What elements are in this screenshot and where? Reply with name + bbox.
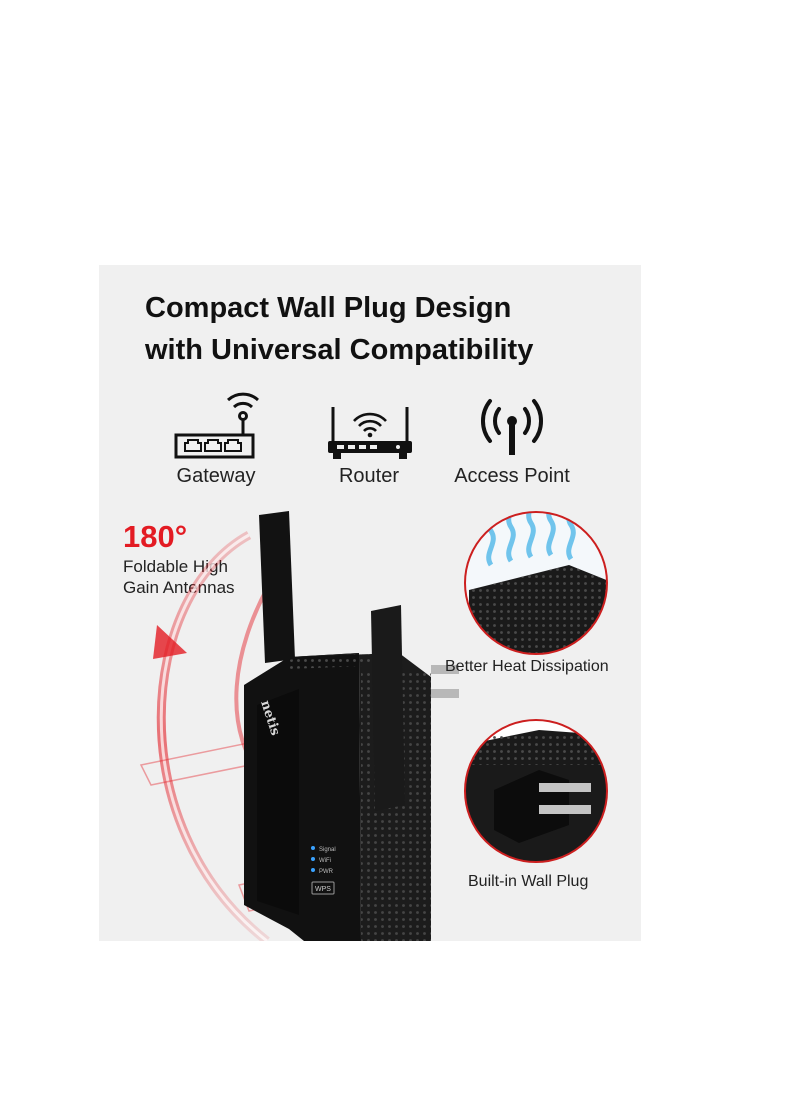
wps-button-label: WPS xyxy=(315,886,331,893)
heat-dissipation-detail xyxy=(464,511,608,655)
page-title: Compact Wall Plug Design with Universal … xyxy=(145,287,533,371)
led-signal-icon xyxy=(311,846,315,850)
title-line-2: with Universal Compatibility xyxy=(145,334,534,366)
router-label: Router xyxy=(338,465,400,487)
wall-plug-detail xyxy=(464,719,608,863)
led-power-label: PWR xyxy=(319,869,334,875)
wifi-extender: netis Signal WiFi PWR WPS xyxy=(244,511,459,941)
access-point-icon xyxy=(478,397,546,462)
gateway-icon xyxy=(171,383,260,468)
router-icon xyxy=(327,405,413,466)
extender-illustration: netis Signal WiFi PWR WPS xyxy=(139,511,608,941)
access-point-label: Access Point xyxy=(454,465,570,487)
antenna-caption-line-2: Gain Antennas xyxy=(123,578,235,597)
title-line-1: Compact Wall Plug Design xyxy=(145,292,512,324)
antenna-right xyxy=(371,605,405,811)
wall-plug-label: Built-in Wall Plug xyxy=(468,873,589,890)
rotation-degrees: 180° xyxy=(123,519,188,554)
arc-arrowhead-icon xyxy=(153,625,187,659)
product-panel: Compact Wall Plug Design with Universal … xyxy=(99,265,641,941)
led-power-icon xyxy=(311,868,315,872)
antenna-left xyxy=(259,511,295,663)
wps-button[interactable] xyxy=(311,881,335,895)
led-signal-label: Signal xyxy=(319,847,336,853)
led-wifi-label: WiFi xyxy=(319,858,331,864)
heat-dissipation-label: Better Heat Dissipation xyxy=(445,658,609,675)
gateway-label: Gateway xyxy=(176,465,256,487)
led-wifi-icon xyxy=(311,857,315,861)
